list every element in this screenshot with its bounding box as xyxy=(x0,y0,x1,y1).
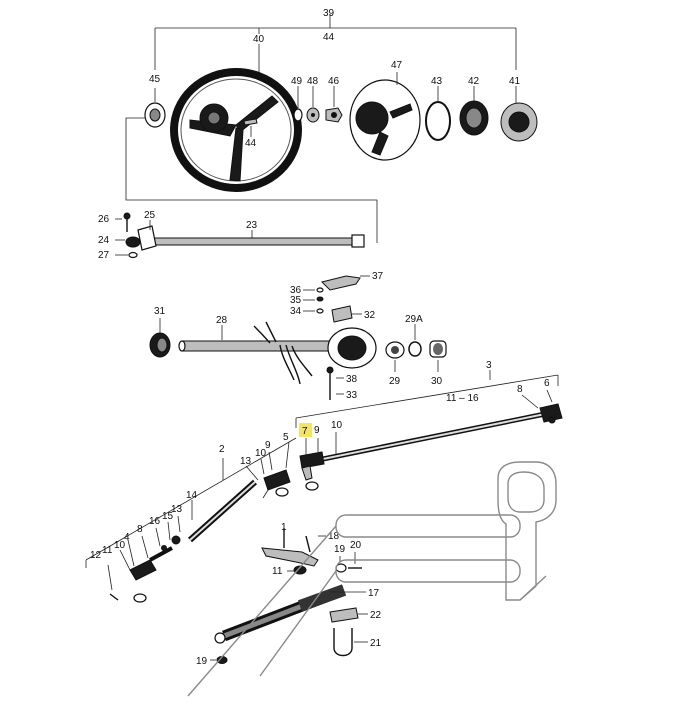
label-40: 40 xyxy=(253,34,265,45)
label-34: 34 xyxy=(290,306,302,317)
label-3: 3 xyxy=(486,360,492,371)
label-41: 41 xyxy=(509,76,521,87)
label-19-lower: 19 xyxy=(196,656,208,667)
steering-damper-part-17 xyxy=(214,584,366,644)
small-parts-49-48-46 xyxy=(293,86,343,123)
label-18: 18 xyxy=(328,531,340,542)
label-24: 24 xyxy=(98,235,110,246)
label-10-upper: 10 xyxy=(255,448,267,459)
label-19-upper: 19 xyxy=(334,544,346,555)
label-32: 32 xyxy=(364,310,376,321)
clamp-parts-24-27 xyxy=(115,212,157,259)
u-bolt-part-21 xyxy=(333,628,368,657)
label-27: 27 xyxy=(98,250,110,261)
ring-part-45 xyxy=(144,88,166,128)
long-tie-rod-part xyxy=(317,389,563,463)
tie-rod-group-bracket-2 xyxy=(85,437,297,568)
label-46: 46 xyxy=(328,76,340,87)
label-11-left: 11 xyxy=(102,545,113,556)
label-11-lower: 11 xyxy=(272,566,283,577)
label-42: 42 xyxy=(468,76,480,87)
clamp-part-22 xyxy=(329,607,368,623)
label-43: 43 xyxy=(431,76,443,87)
small-parts-36-34 xyxy=(303,287,324,314)
horn-button-part-42 xyxy=(459,86,489,136)
label-8-right: 8 xyxy=(517,384,523,395)
tie-rod-end-center xyxy=(299,432,337,491)
label-25: 25 xyxy=(144,210,156,221)
column-bracket xyxy=(125,117,378,243)
screws-38-33 xyxy=(326,366,344,400)
label-1: 1 xyxy=(281,522,287,533)
label-9-upper: 9 xyxy=(265,440,271,451)
label-8-left: 8 xyxy=(137,524,143,535)
label-37: 37 xyxy=(372,271,384,282)
label-10-left: 10 xyxy=(114,540,126,551)
label-21: 21 xyxy=(370,638,382,649)
front-axle-frame xyxy=(187,461,557,697)
label-17: 17 xyxy=(368,588,380,599)
label-48: 48 xyxy=(307,76,319,87)
bracket-part-37 xyxy=(321,275,370,291)
label-44-key: 44 xyxy=(245,138,257,149)
label-9-center: 9 xyxy=(314,425,320,436)
label-15: 15 xyxy=(162,511,174,522)
label-11-16: 11 – 16 xyxy=(446,393,479,404)
label-29: 29 xyxy=(389,376,401,387)
label-10-center: 10 xyxy=(331,420,343,431)
steering-wheel-part xyxy=(170,44,302,192)
bushings-29-30 xyxy=(385,324,447,372)
label-23: 23 xyxy=(246,220,258,231)
label-14: 14 xyxy=(186,490,198,501)
drop-arm-part-1 xyxy=(261,528,362,575)
steering-shaft-part-23 xyxy=(149,230,365,248)
label-22: 22 xyxy=(370,610,382,621)
key-part-44 xyxy=(243,118,258,137)
switch-part-32 xyxy=(331,305,362,323)
label-45: 45 xyxy=(149,74,161,85)
label-12: 12 xyxy=(90,550,102,561)
label-30: 30 xyxy=(431,376,443,387)
label-4: 4 xyxy=(124,532,130,543)
label-6: 6 xyxy=(544,378,550,389)
label-13-upper: 13 xyxy=(240,456,252,467)
label-29A: 29A xyxy=(405,314,423,325)
label-36: 36 xyxy=(290,285,302,296)
label-7-highlight xyxy=(299,423,312,437)
horn-contact-part-41 xyxy=(500,86,538,142)
column-tube-part-28 xyxy=(178,321,377,385)
label-28: 28 xyxy=(216,315,228,326)
label-7: 7 xyxy=(302,426,308,437)
label-2: 2 xyxy=(219,444,225,455)
label-16: 16 xyxy=(149,516,161,527)
tie-rod-end-upper-left xyxy=(245,441,291,499)
label-47: 47 xyxy=(391,60,403,71)
nut-part-19-lower xyxy=(210,656,228,664)
short-tie-rod-part-14 xyxy=(188,479,257,543)
tie-rod-end-left xyxy=(107,515,181,603)
tie-rod-group-bracket-3 xyxy=(295,370,559,428)
seal-part-31 xyxy=(149,318,171,358)
label-35: 35 xyxy=(290,295,302,306)
horn-cover-part-47 xyxy=(349,72,421,161)
label-26: 26 xyxy=(98,214,110,225)
label-5: 5 xyxy=(283,432,289,443)
label-44-top: 44 xyxy=(323,32,335,43)
label-38: 38 xyxy=(346,374,358,385)
label-20: 20 xyxy=(350,540,362,551)
label-49: 49 xyxy=(291,76,303,87)
label-31: 31 xyxy=(154,306,166,317)
label-39: 39 xyxy=(323,8,335,19)
ring-part-43 xyxy=(425,86,451,141)
label-13-lower: 13 xyxy=(171,504,183,515)
label-33: 33 xyxy=(346,390,358,401)
group-bracket-39-44 xyxy=(154,14,517,70)
